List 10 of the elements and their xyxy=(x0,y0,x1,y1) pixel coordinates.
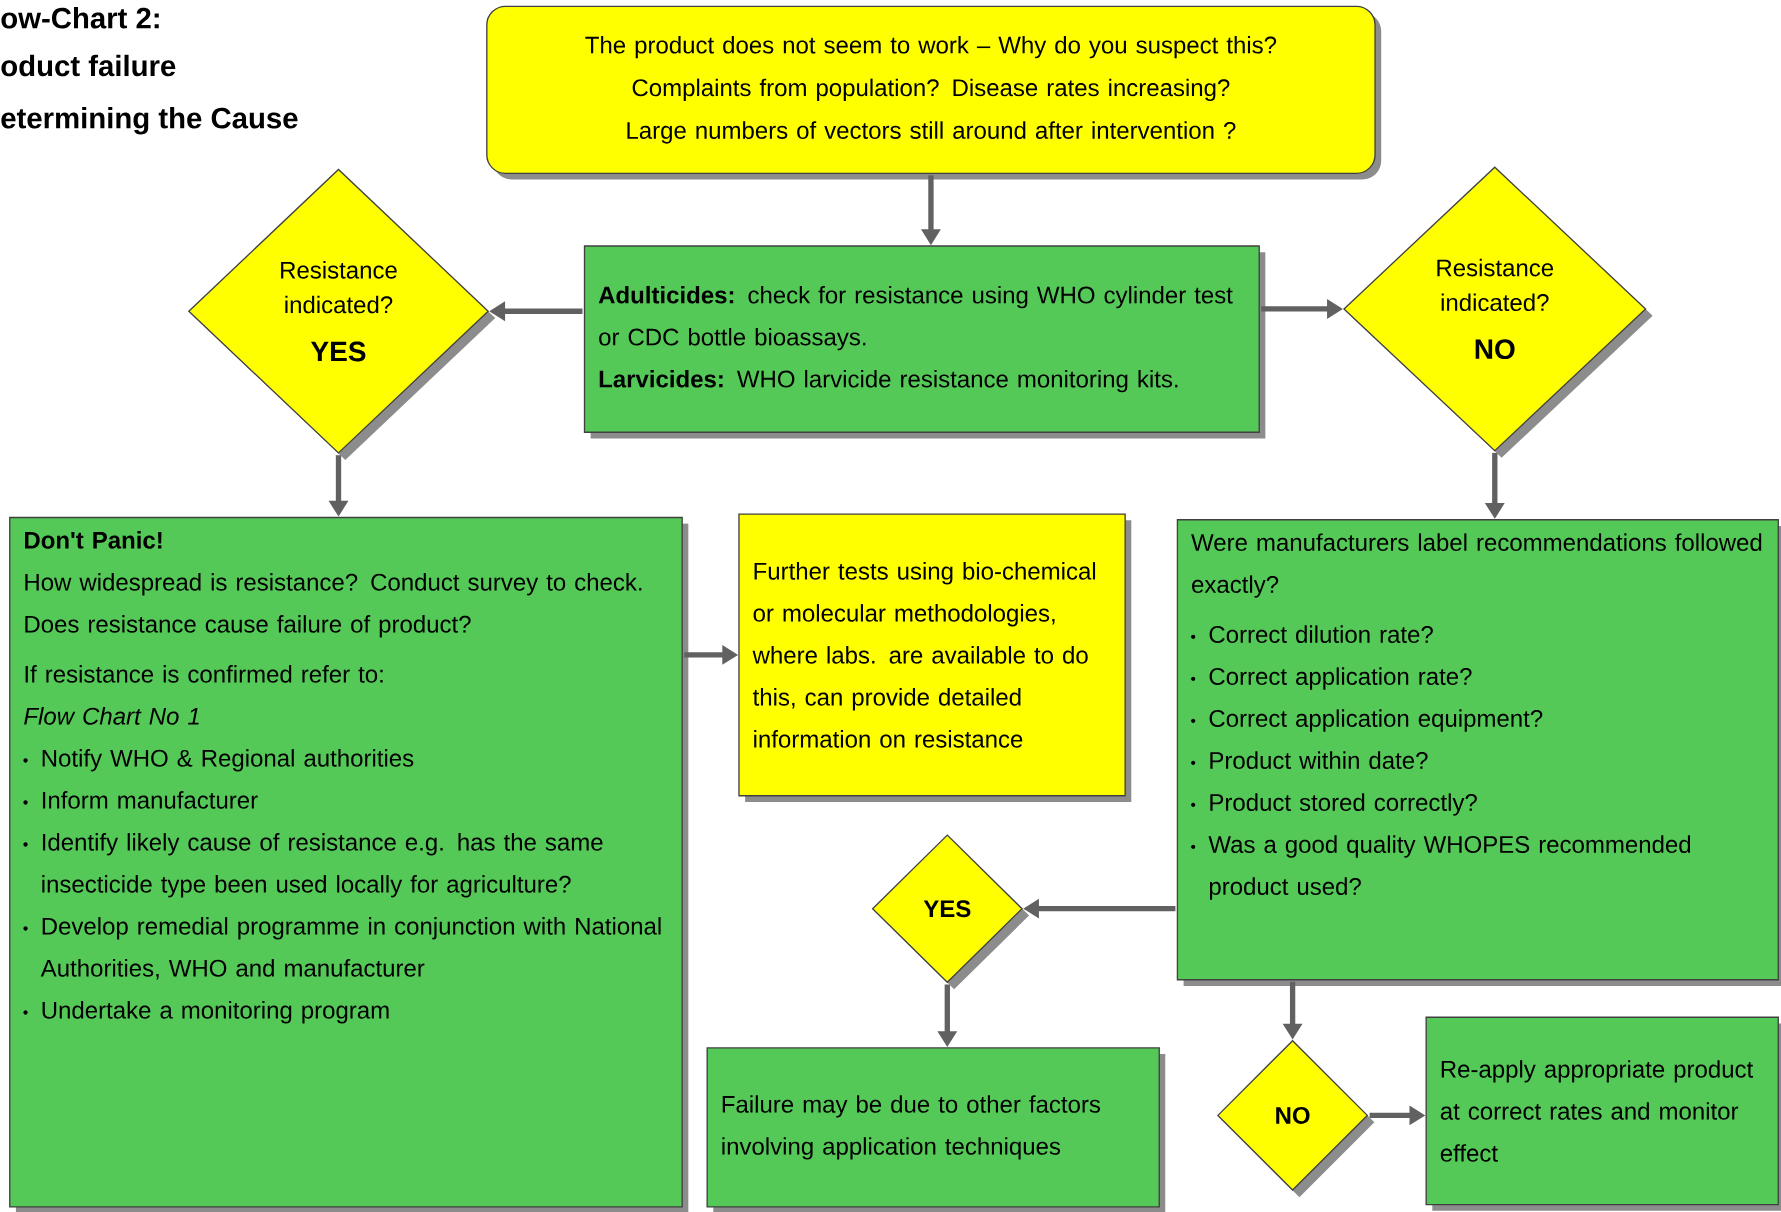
heading-line: ow-Chart 2: xyxy=(1,7,159,29)
heading-line: etermining the Cause xyxy=(1,107,298,135)
process-box: Were manufacturers label recommendations followed exactly? Correct dilution rate? Correct application rate? Correct application equipment? Product within date? Product stored correctly? Was a good quality WHOPES recommended product used? xyxy=(1176,519,1781,986)
process-box: Re-apply appropriate product at correct rates and monitor effect xyxy=(1425,1016,1781,1211)
process-box: Adulticides: check for resistance using WHO cylinder test or CDC bottle bioassays. Larvicides: WHO larvicide resistance monitoring kits. xyxy=(583,245,1266,439)
process-box: Don't Panic! How widespread is resistance? Conduct survey to check. Does resistance cause failure of product? If resistance is confirmed refer to: Flow Chart No 1 Notify WHO & Regional authorities Inform manufacturer Identify likely cause of resistance e.g. has the same insecticide type been used locally for agriculture? Develop remedial programme in conjunction with National Authorities, WHO and manufacturer Undertake a monitoring program xyxy=(9,516,689,1212)
process-box: Failure may be due to other factors involving application techniques xyxy=(706,1047,1166,1212)
process-box: Further tests using bio-chemical or molecular methodologies, where labs. are available to do this, can provide detailed information on resistance xyxy=(738,513,1132,802)
question-box: The product does not seem to work – Why do you suspect this? Complaints from population? Disease rates increasing? Large numbers of vectors still around after intervention ? xyxy=(486,5,1382,180)
heading-line: oduct failure xyxy=(1,54,176,77)
